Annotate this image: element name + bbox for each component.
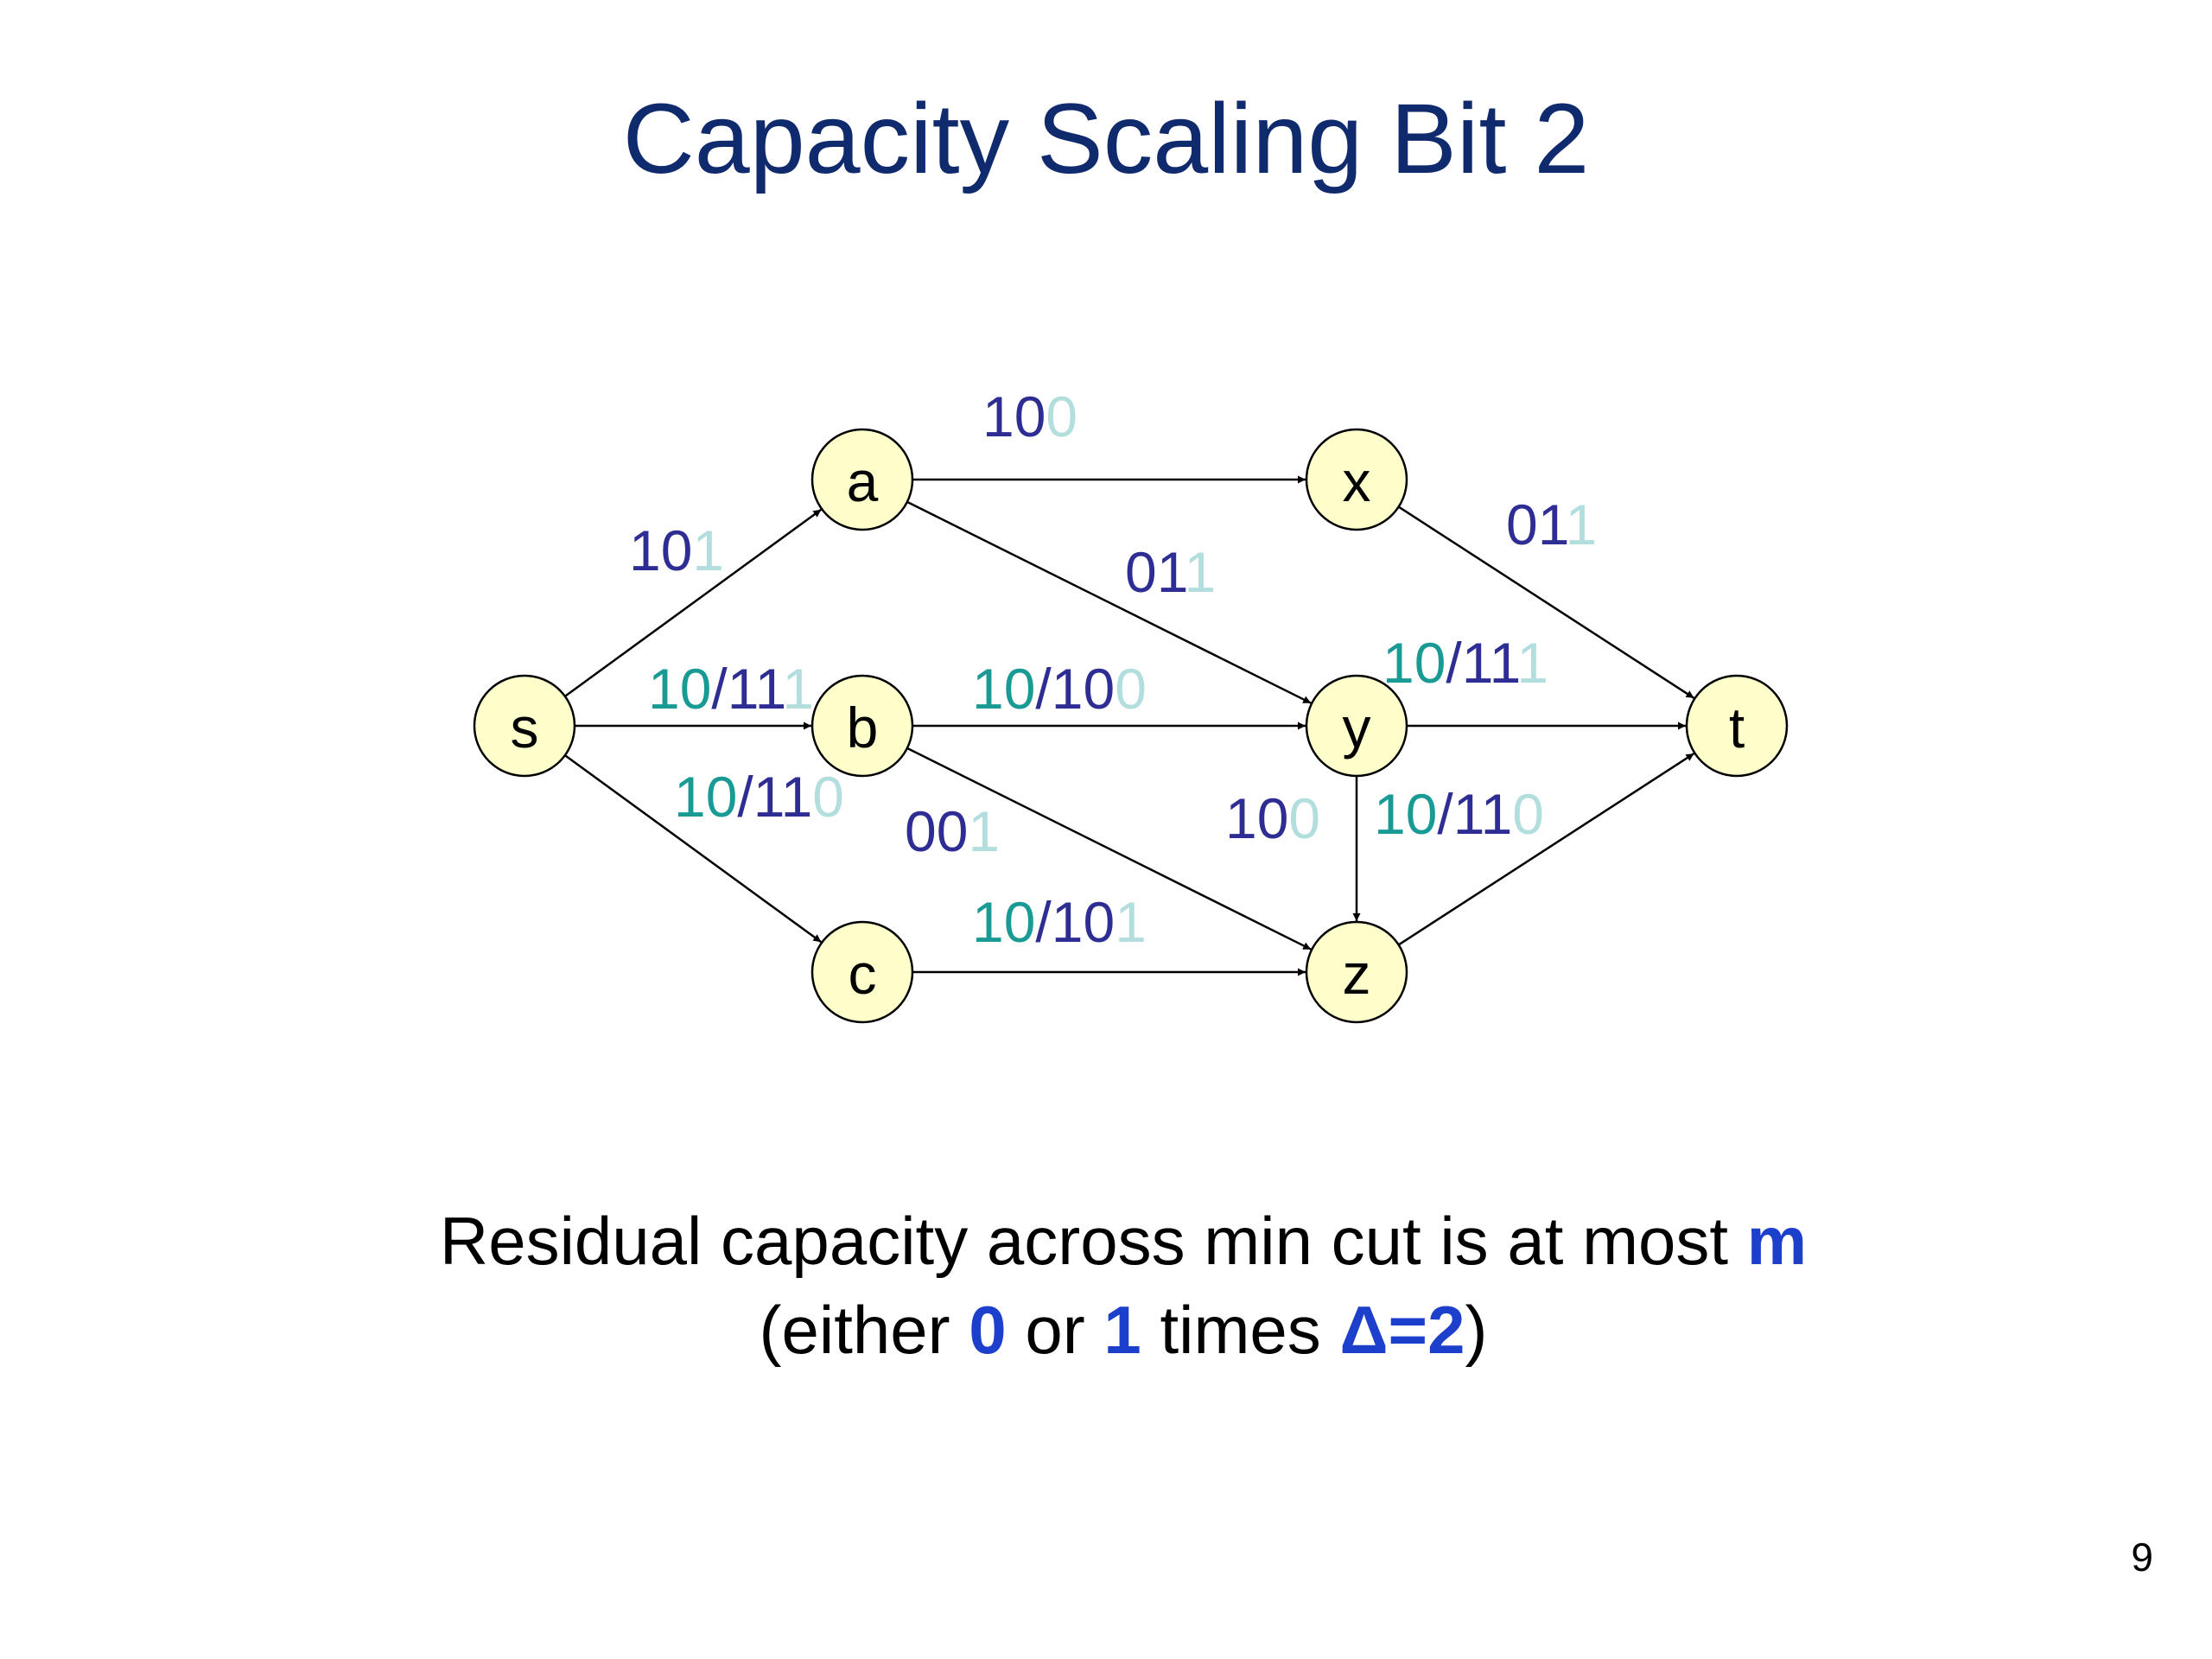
caption-line-1: Residual capacity across min cut is at m…	[0, 1197, 2212, 1286]
edge-label-y-t: 10/111	[1382, 631, 1548, 695]
edge-a-y	[906, 500, 1312, 704]
faded-capacity-bit: 1	[782, 657, 814, 721]
node-circle	[810, 920, 914, 1024]
edge-label-c-z: 10/101	[972, 890, 1147, 954]
flow-separator: /	[1035, 890, 1052, 954]
node-z: z	[1305, 920, 1408, 1024]
faded-capacity-bit: 1	[692, 518, 724, 582]
node-b: b	[810, 674, 914, 778]
edge-label-y-z: 100	[1225, 786, 1320, 850]
flow-separator: /	[1437, 782, 1453, 846]
caption: Residual capacity across min cut is at m…	[0, 1197, 2212, 1375]
faded-capacity-bit: 0	[812, 765, 844, 829]
faded-capacity-bit: 1	[1185, 540, 1217, 604]
node-circle	[810, 674, 914, 778]
caption-delta: Δ=2	[1339, 1292, 1465, 1368]
capacity-bits: 10	[982, 385, 1046, 448]
flow-separator: /	[1446, 631, 1462, 695]
capacity-bits: 10	[1225, 786, 1288, 850]
flow-separator: /	[737, 765, 753, 829]
faded-capacity-bit: 0	[1115, 657, 1147, 721]
capacity-bits: 00	[905, 799, 968, 863]
edge-label-s-b: 10/111	[648, 657, 814, 721]
edge-label-b-z: 001	[905, 799, 1000, 863]
flow-value: 10	[972, 890, 1035, 954]
faded-capacity-bit: 1	[968, 799, 1000, 863]
node-c: c	[810, 920, 914, 1024]
edge-x-t	[1398, 505, 1695, 699]
node-a: a	[810, 428, 914, 531]
caption-zero: 0	[969, 1292, 1007, 1368]
capacity-bits: 10	[629, 518, 692, 582]
node-label-x: x	[1343, 449, 1371, 513]
node-label-c: c	[849, 942, 877, 1006]
capacity-bits: 01	[1506, 493, 1567, 556]
caption-m: m	[1746, 1203, 1808, 1279]
edge-z-t	[1398, 753, 1695, 946]
capacity-bits: 11	[753, 765, 813, 829]
faded-capacity-bit: 0	[1288, 786, 1320, 850]
capacity-bits: 10	[1052, 890, 1115, 954]
edge-label-b-y: 10/100	[972, 657, 1147, 721]
caption-one: 1	[1103, 1292, 1141, 1368]
page-number: 9	[2131, 1535, 2153, 1580]
caption-text: Residual capacity across min cut is at m…	[439, 1203, 1747, 1279]
node-label-y: y	[1343, 696, 1371, 760]
node-t: t	[1685, 674, 1789, 778]
node-label-a: a	[847, 449, 879, 513]
edge-label-s-a: 101	[629, 518, 724, 582]
flow-value: 10	[674, 765, 737, 829]
node-circle	[1685, 674, 1789, 778]
node-y: y	[1305, 674, 1408, 778]
node-circle	[1305, 674, 1408, 778]
flow-value: 10	[972, 657, 1035, 721]
edge-label-a-y: 011	[1125, 540, 1216, 604]
caption-line-2: (either 0 or 1 times Δ=2)	[0, 1286, 2212, 1375]
node-label-t: t	[1729, 696, 1745, 760]
flow-value: 10	[1382, 631, 1446, 695]
capacity-bits: 11	[1462, 631, 1519, 695]
faded-capacity-bit: 1	[1566, 493, 1598, 556]
edge-label-a-x: 100	[982, 385, 1077, 448]
node-s: s	[473, 674, 576, 778]
caption-open: (either	[759, 1292, 969, 1368]
slide-title: Capacity Scaling Bit 2	[622, 84, 1590, 194]
edge-s-c	[564, 754, 823, 944]
edge-label-z-t: 10/110	[1374, 782, 1544, 846]
edge-b-z	[906, 747, 1312, 950]
node-label-b: b	[847, 696, 879, 760]
node-x: x	[1305, 428, 1408, 531]
caption-times: times	[1141, 1292, 1340, 1368]
capacity-bits: 11	[1453, 782, 1513, 846]
node-circle	[473, 674, 576, 778]
flow-value: 10	[648, 657, 711, 721]
capacity-bits: 11	[728, 657, 785, 721]
faded-capacity-bit: 1	[1516, 631, 1548, 695]
node-label-s: s	[511, 696, 539, 760]
capacity-bits: 10	[1052, 657, 1115, 721]
caption-or: or	[1006, 1292, 1104, 1368]
node-circle	[1305, 920, 1408, 1024]
faded-capacity-bit: 0	[1512, 782, 1544, 846]
edge-label-s-c: 10/110	[674, 765, 844, 829]
flow-separator: /	[1035, 657, 1052, 721]
node-circle	[1305, 428, 1408, 531]
node-circle	[810, 428, 914, 531]
edge-label-x-t: 011	[1506, 493, 1597, 556]
faded-capacity-bit: 0	[1046, 385, 1077, 448]
capacity-bits: 01	[1125, 540, 1186, 604]
node-label-z: z	[1343, 942, 1371, 1006]
flow-separator: /	[711, 657, 728, 721]
faded-capacity-bit: 1	[1115, 890, 1147, 954]
edge-s-a	[564, 508, 823, 697]
caption-close: )	[1465, 1292, 1488, 1368]
flow-value: 10	[1374, 782, 1437, 846]
